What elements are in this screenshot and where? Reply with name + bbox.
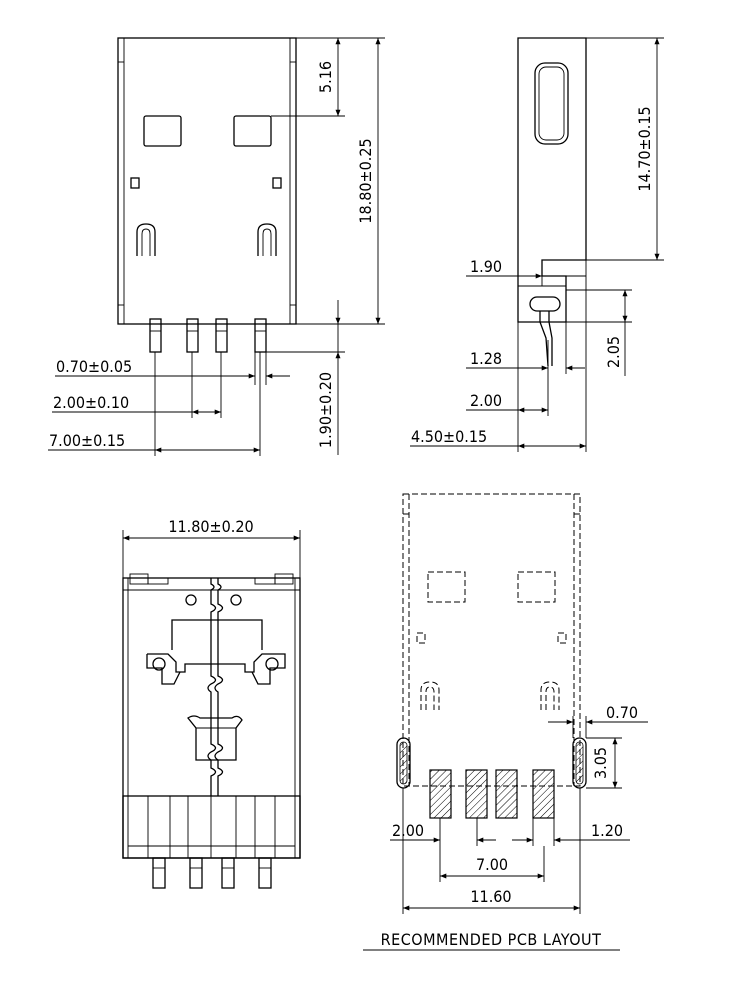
rear-clip-left	[152, 657, 166, 671]
front-spring-tab-left	[136, 223, 156, 256]
front-pins	[149, 318, 267, 353]
front-window-left	[143, 115, 182, 147]
rear-housing	[122, 795, 301, 859]
pcb-spring-tab-right	[540, 681, 560, 710]
front-view: 5.16 18.80±0.25 1.90±0.20 0.70±0.05 2.00…	[48, 37, 385, 456]
pcb-spring-tab-left	[420, 681, 440, 710]
rear-hole-left	[185, 594, 197, 606]
rear-clip-right	[265, 657, 279, 671]
rear-cup	[187, 715, 243, 761]
front-body-outline	[117, 37, 297, 325]
dim-outer-pin-span: 7.00±0.15	[49, 431, 125, 450]
dim-thickness: 4.50±0.15	[411, 427, 487, 446]
rear-view: 11.80±0.20	[122, 517, 301, 889]
dim-slot-span: 11.60	[470, 887, 511, 906]
dim-pad-width: 1.20	[591, 821, 623, 840]
pcb-layout-title: RECOMMENDED PCB LAYOUT	[381, 930, 602, 949]
side-lead-slot	[529, 296, 561, 312]
pcb-window-left	[427, 571, 466, 603]
pcb-layout: 0.70 3.05 2.00 1.20 7.00 11.60 RECOMMEND…	[363, 493, 648, 951]
side-lead	[539, 311, 549, 367]
dim-lead: 1.28	[470, 349, 502, 368]
rear-pins	[152, 857, 272, 889]
rear-hole-right	[230, 594, 242, 606]
rear-bracket	[171, 619, 263, 650]
dim-pin-width: 0.70±0.05	[56, 357, 132, 376]
dim-body-height: 14.70±0.15	[635, 106, 654, 191]
pcb-slot-right	[572, 737, 587, 789]
front-spring-tab-right	[257, 223, 277, 256]
pcb-slot-left	[396, 737, 411, 789]
side-body-outline	[517, 37, 587, 323]
dim-pin-pitch: 2.00±0.10	[53, 393, 129, 412]
rear-seam	[207, 578, 217, 796]
dim-pad-span: 7.00	[476, 855, 508, 874]
side-view: 14.70±0.15 1.90 2.05 1.28 2.00 4.50±0.15	[410, 37, 664, 452]
side-slot-outer	[534, 62, 569, 145]
dim-top-to-window: 5.16	[316, 61, 335, 93]
dim-slot-height: 2.05	[604, 336, 623, 368]
pcb-window-right	[517, 571, 556, 603]
front-hole-left	[130, 177, 140, 189]
front-window-right	[233, 115, 272, 147]
dim-width: 11.80±0.20	[168, 517, 253, 536]
dim-lead-offset: 2.00	[470, 391, 502, 410]
dim-pad-pitch: 2.00	[392, 821, 424, 840]
dim-overall-length: 18.80±0.25	[356, 138, 375, 223]
pcb-body-outline	[402, 493, 581, 787]
dim-slot-width: 0.70	[606, 703, 638, 722]
front-hole-right	[272, 177, 282, 189]
dim-pin-length: 1.90±0.20	[316, 372, 335, 448]
dim-step: 1.90	[470, 257, 502, 276]
dim-slot-length: 3.05	[591, 747, 610, 779]
pcb-pads	[429, 769, 555, 819]
